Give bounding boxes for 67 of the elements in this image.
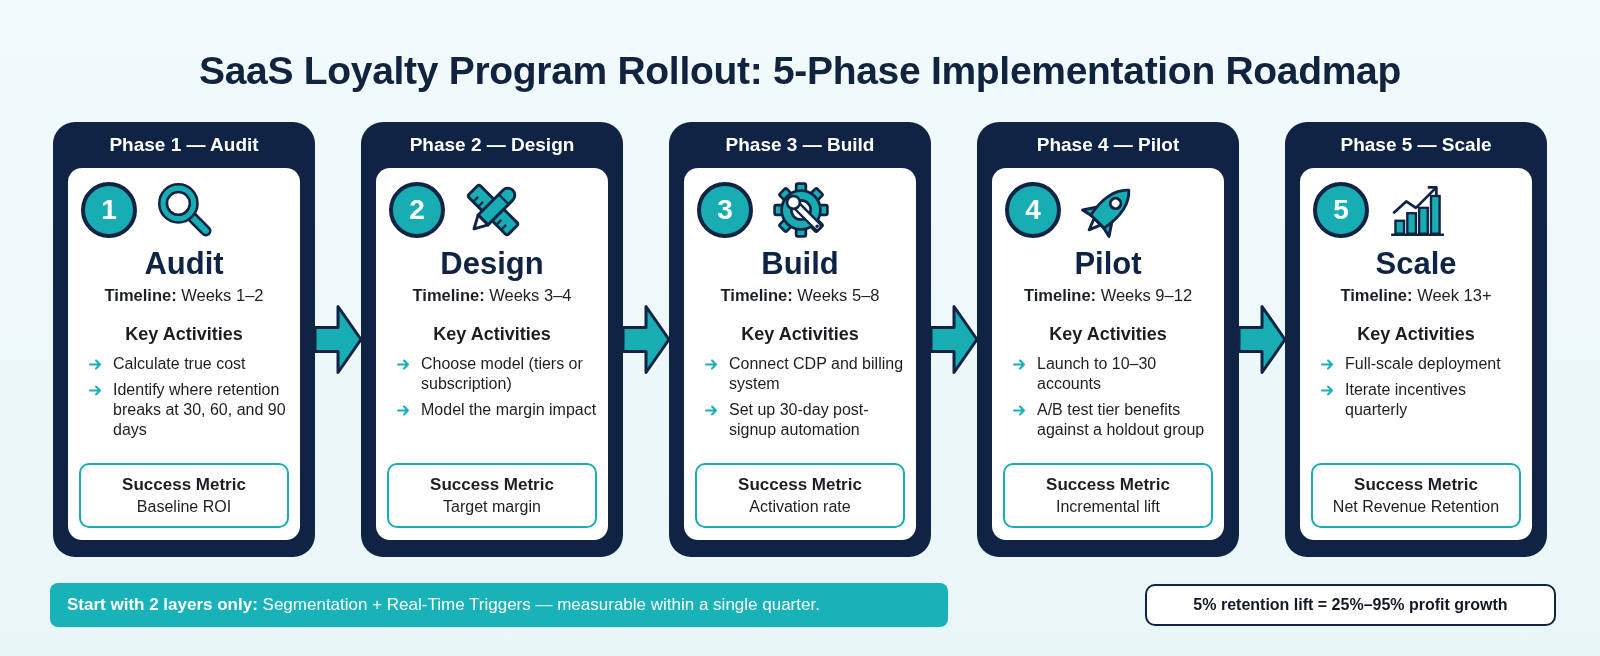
metric-value: Net Revenue Retention bbox=[1332, 497, 1500, 517]
step-number-badge: 4 bbox=[1005, 182, 1061, 238]
phase-panel bbox=[992, 168, 1224, 540]
phase-panel bbox=[376, 168, 608, 540]
block-arrow bbox=[313, 305, 363, 374]
phase-panel bbox=[68, 168, 300, 540]
success-metric-box bbox=[79, 463, 289, 528]
activity-text: Iterate incentives quarterly bbox=[1345, 380, 1467, 420]
timeline-text: Timeline: Weeks 3–4 bbox=[412, 285, 572, 306]
phase-heading: Phase 1 — Audit bbox=[109, 133, 259, 157]
success-metric-box bbox=[1311, 463, 1521, 528]
block-arrow bbox=[1237, 305, 1287, 374]
block-arrow bbox=[621, 305, 671, 374]
timeline-text: Timeline: Weeks 9–12 bbox=[1023, 285, 1193, 306]
activity-text: Launch to 10–30 accounts bbox=[1037, 354, 1158, 394]
activity-text: A/B test tier benefits against a holdout group bbox=[1037, 400, 1206, 440]
metric-value: Incremental lift bbox=[1055, 497, 1160, 517]
phase-heading: Phase 4 — Pilot bbox=[1036, 133, 1180, 157]
success-metric-box bbox=[387, 463, 597, 528]
activity-text: Set up 30-day post-signup automation bbox=[729, 400, 870, 440]
phase-title: Design bbox=[440, 246, 544, 282]
timeline-text: Timeline: Weeks 5–8 bbox=[720, 285, 880, 306]
section-heading: Key Activities bbox=[741, 323, 859, 346]
phase-title: Pilot bbox=[1074, 246, 1142, 282]
phase-card bbox=[1285, 122, 1547, 557]
timeline-text: Timeline: Week 13+ bbox=[1340, 285, 1492, 306]
activity-text: Full-scale deployment bbox=[1345, 354, 1501, 374]
activity-text: Model the margin impact bbox=[421, 400, 597, 420]
section-heading: Key Activities bbox=[433, 323, 551, 346]
block-arrow bbox=[929, 305, 979, 374]
activity-text: Calculate true cost bbox=[113, 354, 246, 374]
activity-text: Connect CDP and billing system bbox=[729, 354, 905, 394]
step-number-badge: 3 bbox=[697, 182, 753, 238]
section-heading: Key Activities bbox=[125, 323, 243, 346]
metric-value: Activation rate bbox=[749, 497, 851, 517]
metric-label: Success Metric bbox=[122, 474, 246, 496]
metric-label: Success Metric bbox=[430, 474, 554, 496]
phase-heading: Phase 5 — Scale bbox=[1340, 133, 1492, 157]
phase-panel bbox=[684, 168, 916, 540]
success-metric-box bbox=[1003, 463, 1213, 528]
phase-card bbox=[977, 122, 1239, 557]
phase-heading: Phase 2 — Design bbox=[409, 133, 575, 157]
section-heading: Key Activities bbox=[1357, 323, 1475, 346]
section-heading: Key Activities bbox=[1049, 323, 1167, 346]
tip-banner: Start with 2 layers only: Segmentation + Real-Time Triggers — measurable within a single quarter. bbox=[50, 583, 948, 627]
phase-title: Build bbox=[761, 246, 839, 282]
metric-label: Success Metric bbox=[738, 474, 862, 496]
timeline-text: Timeline: Weeks 1–2 bbox=[104, 285, 264, 306]
phase-panel bbox=[1300, 168, 1532, 540]
metric-label: Success Metric bbox=[1354, 474, 1478, 496]
phase-title: Scale bbox=[1375, 246, 1457, 282]
phase-card bbox=[53, 122, 315, 557]
stat-callout: 5% retention lift = 25%–95% profit growth bbox=[1145, 584, 1556, 626]
activity-text: Choose model (tiers or subscription) bbox=[421, 354, 584, 394]
step-number-badge: 5 bbox=[1313, 182, 1369, 238]
metric-value: Baseline ROI bbox=[136, 497, 232, 517]
activity-text: Identify where retention breaks at 30, 60, and 90 days bbox=[113, 380, 287, 440]
phase-card bbox=[669, 122, 931, 557]
step-number-badge: 1 bbox=[81, 182, 137, 238]
step-number-badge: 2 bbox=[389, 182, 445, 238]
phase-card bbox=[361, 122, 623, 557]
metric-value: Target margin bbox=[443, 497, 541, 517]
phase-heading: Phase 3 — Build bbox=[725, 133, 875, 157]
phase-title: Audit bbox=[144, 246, 224, 282]
page-title: SaaS Loyalty Program Rollout: 5-Phase Implementation Roadmap bbox=[198, 48, 1402, 94]
metric-label: Success Metric bbox=[1046, 474, 1170, 496]
success-metric-box bbox=[695, 463, 905, 528]
